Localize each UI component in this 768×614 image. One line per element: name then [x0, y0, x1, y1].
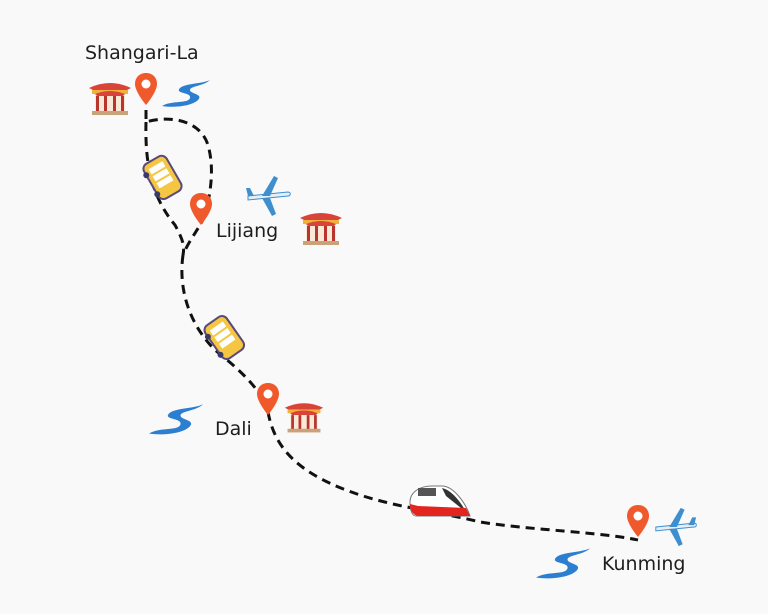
- bus-icon: [199, 310, 254, 369]
- river-icon: [533, 546, 593, 586]
- temple-icon: [283, 398, 325, 438]
- bus-icon: [138, 150, 191, 209]
- location-pin-icon: [134, 72, 158, 110]
- river-icon: [160, 78, 212, 114]
- temple-icon: [298, 208, 344, 250]
- city-label-shangri-la: Shangari-La: [85, 42, 199, 64]
- airplane-icon: [652, 505, 698, 553]
- location-pin-icon: [626, 504, 650, 542]
- airplane-icon: [244, 174, 292, 222]
- river-icon: [145, 402, 207, 442]
- train-icon: [406, 482, 472, 524]
- city-label-kunming: Kunming: [602, 553, 686, 575]
- location-pin-icon: [256, 382, 280, 420]
- temple-icon: [87, 78, 133, 120]
- location-pin-icon: [189, 192, 213, 230]
- city-label-dali: Dali: [215, 418, 252, 440]
- city-label-lijiang: Lijiang: [216, 220, 279, 242]
